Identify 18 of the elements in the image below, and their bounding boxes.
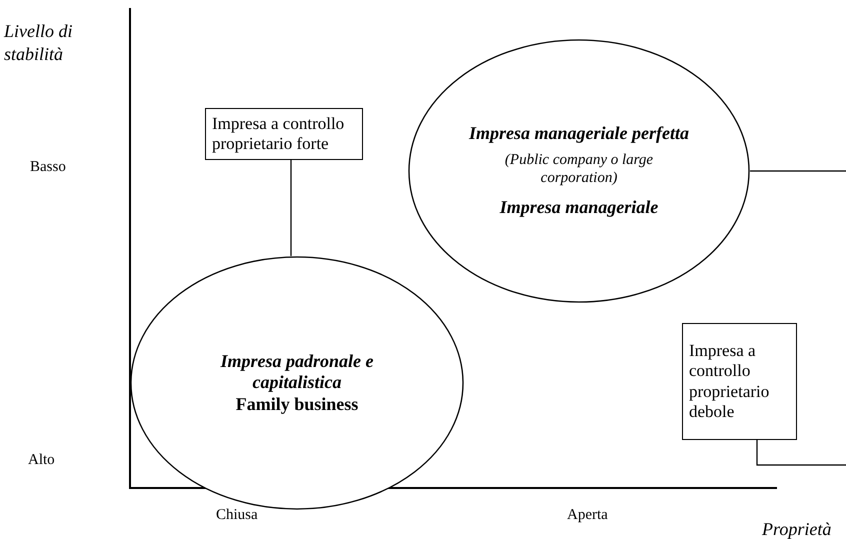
axis-label: Chiusa [216, 506, 258, 525]
node-text: Family business [236, 394, 358, 416]
connector-line [290, 160, 292, 256]
axis-label: Aperta [567, 506, 608, 525]
axis-label: Basso [30, 158, 66, 177]
text-box [682, 323, 797, 440]
box-text: Impresa a controllo proprietario forte [212, 114, 346, 154]
connector-line [756, 440, 846, 466]
axis-label: Alto [28, 451, 55, 470]
text-box [205, 108, 363, 160]
note-text: (Public company o large corporation) [504, 151, 654, 187]
node-text: Impresa padronale e capitalistica [219, 350, 374, 394]
axis-title: Proprietà [762, 518, 832, 539]
axis-title: Livello di stabilità [4, 20, 74, 65]
node-text: Impresa manageriale [500, 197, 658, 219]
node-text: Impresa manageriale perfetta [469, 123, 689, 145]
connector-line [750, 170, 846, 172]
box-text: Impresa a controllo proprietario debole [689, 340, 770, 422]
